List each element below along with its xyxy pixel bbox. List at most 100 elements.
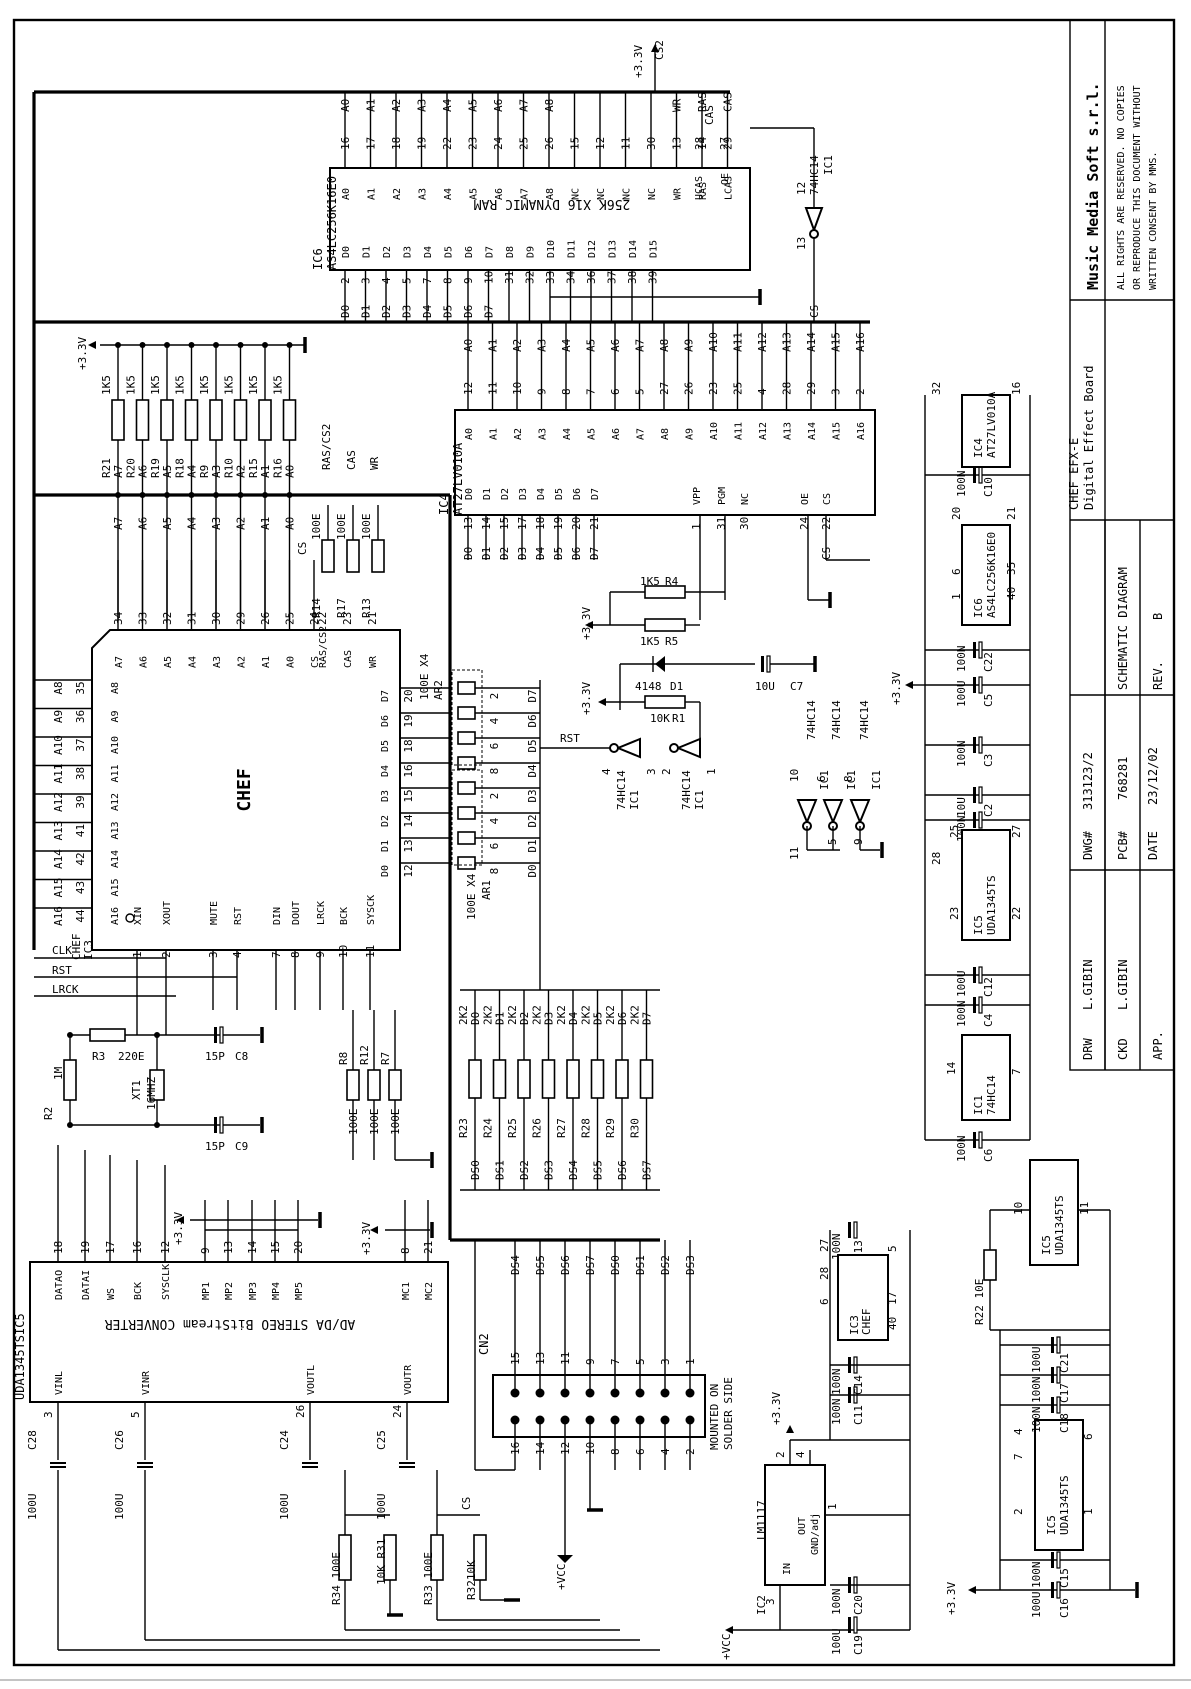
inv-e-in-num-group: 9 bbox=[852, 838, 865, 845]
eprom-top-signal-16-group: A16 bbox=[854, 332, 867, 352]
chef-top-pin-name-2-group: A5 bbox=[163, 656, 174, 668]
pullup-chef-net-4-group: A3 bbox=[210, 517, 223, 530]
br-cap-value-1-group: 100N bbox=[1030, 1377, 1043, 1404]
ram-cs-net: CS bbox=[808, 305, 821, 318]
pullup-ref-0: R21 bbox=[100, 458, 113, 478]
uda-top-pin-num-4-group: 12 bbox=[159, 1241, 172, 1254]
ic5-pin-22-group: 22 bbox=[1010, 907, 1023, 920]
chef-right-pin-num-7-group: 12 bbox=[402, 864, 415, 877]
ram-bottom-pin-num-10-group: 33 bbox=[544, 271, 557, 284]
eprom-top-pin-name-3-group: A3 bbox=[538, 428, 549, 440]
pullup-resistor-R9 bbox=[209, 399, 223, 441]
uda-top-pin-name-3-group: BCK bbox=[133, 1282, 144, 1300]
reg-cap-value-2: 100N bbox=[830, 1399, 843, 1426]
r5-ref: R5 bbox=[665, 635, 678, 648]
ic3-power-name-group: CHEF bbox=[860, 1309, 873, 1336]
ar2-outline bbox=[451, 669, 483, 766]
cn2-pins: 1516DS41314DS51112DS6910DS778DS056DS134D… bbox=[460, 1240, 697, 1590]
pullup-value-6-group: 1K5 bbox=[247, 375, 260, 395]
ram-bottom-pin-name-0-group: D0 bbox=[341, 246, 352, 258]
ram-bottom-signal-5: D5 bbox=[442, 305, 455, 318]
pullup-value-0-group: 1K5 bbox=[100, 375, 113, 395]
chef-right-pin-num-1: 19 bbox=[402, 714, 415, 727]
array-resistor bbox=[457, 781, 476, 795]
eprom-top-pin-name-10: A10 bbox=[709, 422, 720, 440]
chef-bottom-pin-num-1: 2 bbox=[160, 951, 173, 958]
pullup-ref-4: R9 bbox=[198, 465, 211, 478]
ram-top-pin-num-2: 18 bbox=[390, 137, 403, 150]
ram-top-pin-name-10: NC bbox=[596, 188, 607, 200]
ram-ucas-name-group: UCAS bbox=[694, 176, 705, 200]
reg-cap-ref-2-group: C11 bbox=[852, 1405, 865, 1425]
decoupling-C12 bbox=[973, 967, 976, 983]
pulldown-ref-1-group: R24 bbox=[482, 1118, 495, 1138]
ic5-pins: 18DATAO19DATAI17WS16BCK12SYSCLK9MP113MP2… bbox=[26, 1145, 660, 1651]
chef-right-pin-name-4-group: D3 bbox=[380, 790, 391, 802]
junction-dot bbox=[154, 1122, 160, 1128]
ic3-pin-5-group: 5 bbox=[886, 1245, 899, 1252]
eprom-bottom-signal-6-group: D6 bbox=[570, 547, 583, 560]
chef-top-pin-num-4: 30 bbox=[210, 612, 223, 625]
pulldown-resistor-R25 bbox=[517, 1059, 531, 1099]
chef-bottom-pin-num-3: 4 bbox=[231, 951, 244, 958]
chef-bottom-pin-num-6: 9 bbox=[314, 951, 327, 958]
inv-f-ref: IC1 bbox=[822, 155, 835, 175]
eprom-top-signal-10-group: A10 bbox=[707, 332, 720, 352]
reg-pin-2: 2 bbox=[774, 1451, 787, 1458]
pulldown-top-net-6: D6 bbox=[616, 1012, 629, 1025]
ram-bottom-pin-name-12: D12 bbox=[587, 240, 598, 258]
ram-bottom-pin-num-6: 9 bbox=[462, 277, 475, 284]
ram-top-signal-14-group: RAS bbox=[696, 92, 709, 112]
chef-left-pin-name-6-group: A14 bbox=[110, 850, 121, 868]
eprom-top-signal-8: A8 bbox=[658, 339, 671, 352]
eprom-bottom-pin-name-0: D0 bbox=[464, 488, 475, 500]
eprom-top-pin-name-16: A16 bbox=[856, 422, 867, 440]
eprom-oe: OE bbox=[800, 493, 811, 505]
pulldown-top-net-5: D5 bbox=[592, 1012, 605, 1025]
pulldown-ref-4-group: R27 bbox=[555, 1118, 568, 1138]
reg-cap-C19 bbox=[848, 1617, 851, 1633]
pullup-resistor-R20 bbox=[135, 399, 150, 441]
audio-ref-2-group: R7 bbox=[379, 1052, 392, 1065]
ic3-chef-body bbox=[91, 629, 401, 951]
uda-top-pin-name-6: MP2 bbox=[224, 1282, 235, 1300]
eprom-top-signal-9: A9 bbox=[683, 339, 696, 352]
array-pin-out-4: 2 bbox=[488, 793, 501, 800]
chef-left-pin-name-4: A12 bbox=[110, 793, 121, 811]
eprom-top-signal-1: A1 bbox=[487, 339, 500, 352]
chef-top-pin-name-0: A7 bbox=[114, 656, 125, 668]
ram-top-pin-num-9: 15 bbox=[569, 137, 582, 150]
eprom-nc-group: NC bbox=[740, 493, 751, 505]
ic3-pin-28-group: 28 bbox=[818, 1267, 831, 1280]
eprom-top-pin-num-2-group: 10 bbox=[511, 382, 524, 395]
c8-value: 15P bbox=[205, 1050, 225, 1063]
junction-dot bbox=[164, 492, 170, 498]
reg-cap-value-3-group: 100N bbox=[830, 1369, 843, 1396]
pulldown-ref-7-group: R30 bbox=[629, 1118, 642, 1138]
pullup-resistor-R18 bbox=[184, 399, 199, 441]
eprom-oe-group: OE bbox=[800, 493, 811, 505]
eprom-top-pin-num-12-group: 4 bbox=[756, 388, 769, 395]
pulldown-ref-6: R29 bbox=[604, 1118, 617, 1138]
ic5-power-ref-group: IC5 bbox=[972, 915, 985, 935]
xt1-value-group: 16MHZ bbox=[145, 1077, 158, 1110]
eprom-bottom-pin-num-3-group: 17 bbox=[516, 517, 529, 530]
chef-right-pin-num-3: 16 bbox=[402, 764, 415, 777]
reset-supply-label-2-group: +3.3V bbox=[580, 682, 593, 715]
pullup-value-5-group: 1K5 bbox=[223, 375, 236, 395]
chef-left-pin-name-8-group: A16 bbox=[110, 907, 121, 925]
uda-top-pin-num-3: 16 bbox=[131, 1241, 144, 1254]
eprom-nc-pin-group: 30 bbox=[738, 517, 751, 530]
ic1-pin-14-group: 14 bbox=[945, 1061, 958, 1075]
pulldown-top-net-3-group: D3 bbox=[543, 1012, 556, 1025]
ram-bottom-pin-num-1: 3 bbox=[360, 277, 373, 284]
uda-top-pin-name-3: BCK bbox=[133, 1282, 144, 1300]
ram-top-pin-name-0-group: A0 bbox=[341, 188, 352, 200]
inv-f-gate: 74HC14 bbox=[808, 155, 821, 195]
ram-top-pin-name-4-group: A4 bbox=[443, 188, 454, 200]
ram-top-pin-num-8: 26 bbox=[543, 137, 556, 150]
ic6-pin-20-group: 20 bbox=[950, 507, 963, 520]
ar2-ref: AR2 bbox=[432, 680, 445, 700]
decoupling-value-3: 100N bbox=[955, 741, 968, 768]
rev-label: REV. bbox=[1151, 661, 1165, 690]
